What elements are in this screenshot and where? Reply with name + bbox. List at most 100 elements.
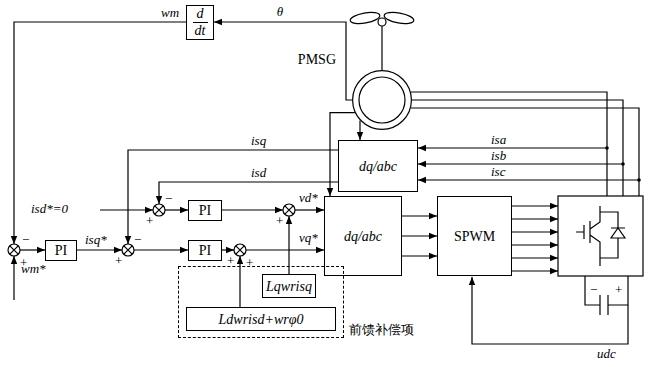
block-label: dq/abc <box>344 229 382 244</box>
sign-mark: + <box>145 214 154 228</box>
current-loop-wire <box>100 209 153 210</box>
summing-junction <box>285 206 293 214</box>
pwm-signal-wire <box>512 231 558 232</box>
derivative-block: ddt <box>186 5 214 40</box>
converter-symbol <box>600 212 625 258</box>
wind-turbine <box>349 10 414 70</box>
transform-block: dq/abc <box>338 140 418 192</box>
current-loop-wire <box>222 249 234 250</box>
speed-feedback-wire <box>14 22 186 300</box>
signal-name: isd <box>250 166 267 180</box>
block-label: dt <box>195 23 206 38</box>
signal-name: isq* <box>84 233 108 247</box>
summing-junction <box>153 204 165 216</box>
signal-connector <box>214 22 352 100</box>
wind-turbine <box>383 10 414 25</box>
summing-junction <box>8 244 20 256</box>
summing-junction <box>10 246 18 254</box>
signal-name: θ <box>276 5 284 19</box>
signal-connector <box>402 215 437 216</box>
signal-name: udc <box>596 347 617 361</box>
signal-name: isd*=0 <box>30 202 69 216</box>
pwm-signal-wire <box>512 206 558 271</box>
current-loop-wire <box>239 256 240 307</box>
sign-mark: + <box>226 254 235 268</box>
dc-capacitor <box>472 277 628 344</box>
stator-wire <box>418 147 607 148</box>
feedforward-box: Lqwrisq <box>262 274 316 298</box>
signal-connector <box>359 120 360 140</box>
block-label: Ldwrisd+wrφ0 <box>219 312 304 327</box>
summing-junction <box>124 246 132 254</box>
converter-symbol <box>558 196 643 276</box>
sign-mark: + <box>19 256 28 270</box>
summing-junction <box>155 206 163 214</box>
summing-junction <box>234 244 246 256</box>
pi-controller: PI <box>45 240 77 261</box>
current-loop-wire <box>246 249 324 250</box>
sign-mark: + <box>114 254 123 268</box>
wind-turbine <box>381 26 382 70</box>
summing-junction <box>236 246 244 254</box>
sign-mark: − <box>21 233 30 247</box>
sign-mark: − <box>589 283 598 297</box>
block-label: SPWM <box>454 229 495 244</box>
stator-wire <box>418 163 623 164</box>
block-label: PI <box>199 243 211 258</box>
speed-feedback-wire <box>13 256 14 300</box>
current-loop-wire <box>128 150 338 244</box>
block-label: PI <box>55 243 67 258</box>
pwm-signal-wire <box>512 257 558 258</box>
pi-controller: PI <box>188 240 222 261</box>
sign-mark: − <box>164 192 173 206</box>
dc-capacitor <box>585 276 600 305</box>
generator-outline <box>352 70 412 130</box>
block-label: dq/abc <box>359 159 397 174</box>
heading: 前馈补偿项 <box>349 322 414 337</box>
converter-symbol <box>611 228 625 238</box>
signal-name: vq* <box>298 231 319 245</box>
signal-name: vd* <box>298 191 319 205</box>
dc-capacitor <box>608 276 628 305</box>
wind-turbine <box>349 10 380 25</box>
feedforward-box: Ldwrisd+wrφ0 <box>186 307 336 331</box>
transform-block: dq/abc <box>324 196 402 276</box>
signal-name: isa <box>490 133 507 147</box>
sign-mark: + <box>614 283 623 297</box>
pi-controller: PI <box>188 200 222 221</box>
pwm-signal-wire <box>512 244 558 245</box>
signal-connector <box>402 255 437 256</box>
converter-symbol <box>576 206 600 266</box>
summing-junction <box>283 204 295 216</box>
wind-turbine <box>378 18 386 26</box>
stator-wire <box>411 108 639 196</box>
summing-junction <box>122 244 134 256</box>
pwm-signal-wire <box>512 205 558 206</box>
generator-circle: PMSG <box>352 70 412 130</box>
dc-capacitor <box>599 295 600 315</box>
block-label: PI <box>199 203 211 218</box>
signal-name: isb <box>490 149 507 163</box>
current-loop-wire <box>100 150 338 307</box>
pwm-signal-wire <box>512 270 558 271</box>
pwm-block: SPWM <box>437 196 512 276</box>
speed-feedback-wire <box>77 249 122 250</box>
speed-feedback-wire <box>14 22 186 244</box>
current-loop-wire <box>159 182 338 204</box>
stator-wire <box>411 92 641 196</box>
signal-connector <box>402 235 437 236</box>
generator-outline <box>359 77 405 123</box>
block-label: d <box>193 7 208 23</box>
signal-name: wm <box>160 6 180 20</box>
signal-name: isq <box>250 134 267 148</box>
pwm-signal-wire <box>512 218 558 219</box>
signal-name: isc <box>490 165 506 179</box>
sign-mark: + <box>245 256 254 270</box>
block-label: Lqwrisq <box>266 279 312 294</box>
current-loop-wire <box>134 249 188 250</box>
stator-wire <box>637 178 641 182</box>
stator-wire <box>621 162 625 166</box>
stator-wire <box>605 146 609 150</box>
converter-symbol <box>558 196 643 276</box>
current-loop-wire <box>165 209 188 210</box>
